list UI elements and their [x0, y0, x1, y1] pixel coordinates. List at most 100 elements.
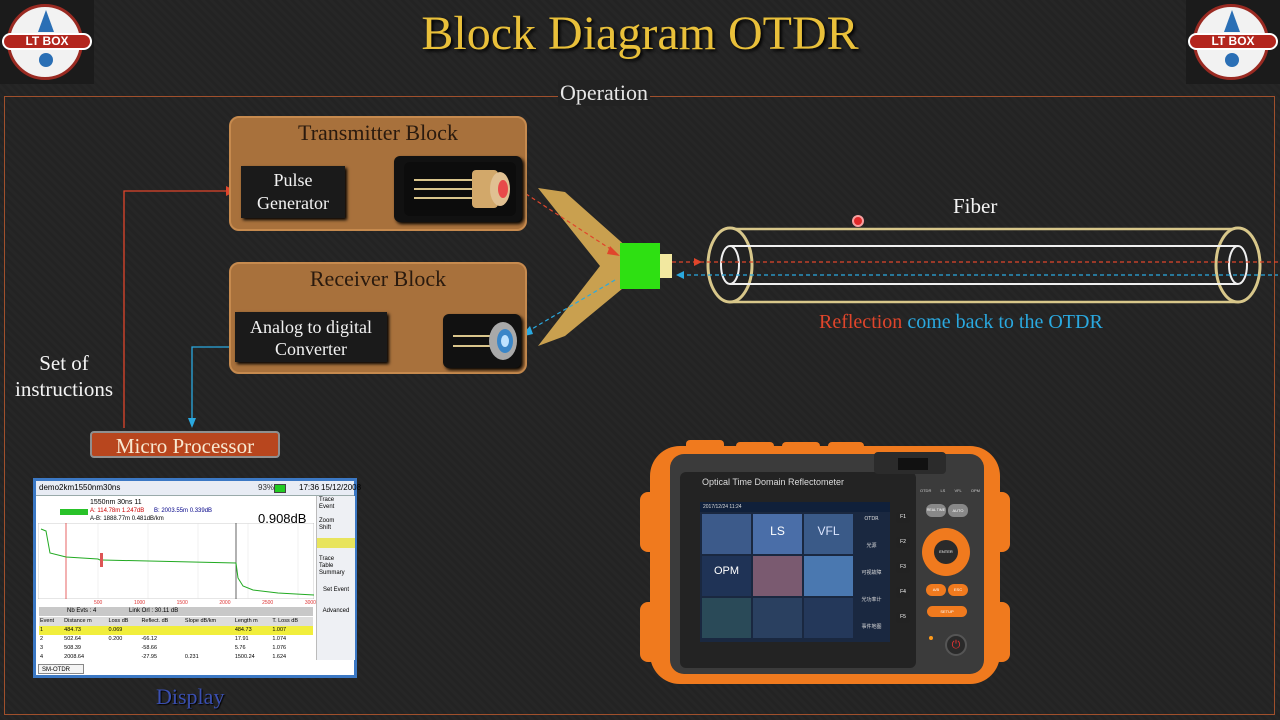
instruction-line — [123, 190, 226, 428]
laser-diode — [394, 156, 522, 222]
fiber-body — [728, 227, 1240, 304]
reflection-rest: come back to the OTDR — [907, 311, 1103, 333]
f1-key[interactable]: F1 — [896, 512, 910, 523]
transmitter-block: Transmitter Block Pulse Generator — [229, 116, 527, 231]
adc-line1: Analog to digital — [250, 317, 372, 337]
reflection-caption: Reflection come back to the OTDR — [819, 311, 1103, 334]
otdr-device: Optical Time Domain Reflectometer 2017/1… — [640, 432, 1010, 688]
battery-icon — [274, 484, 286, 493]
f4-key[interactable]: F4 — [896, 587, 910, 598]
arrow-icon — [694, 258, 702, 266]
display-label: Display — [156, 684, 225, 709]
pulse-generator-line2: Generator — [257, 193, 329, 213]
tile-vfl[interactable]: VFL — [804, 514, 853, 554]
logo-left: LT BOX — [0, 0, 94, 84]
display-header: demo2km1550nm30ns 93% 17:36 15/12/2008 — [36, 481, 361, 496]
logo-text: LT BOX — [2, 33, 92, 50]
enter-button[interactable]: ENTER — [934, 540, 958, 564]
reflection-word: Reflection — [819, 311, 903, 333]
marker-a: A: 114.78m 1.247dB — [90, 508, 145, 514]
power-led — [929, 636, 933, 640]
loss-value: 0.908dB — [258, 511, 307, 526]
pointer-dot — [852, 215, 864, 227]
f3-key[interactable]: F3 — [896, 562, 910, 573]
micro-processor: Micro Processor — [90, 431, 280, 458]
table-summary: Nb Evts : 4 Link Orl : 30.11 dB — [39, 607, 313, 616]
tile-ls[interactable]: LS — [753, 514, 802, 554]
transmitter-title: Transmitter Block — [298, 120, 458, 145]
zoom-bar — [60, 509, 88, 515]
display-battery: 93% — [258, 483, 275, 492]
f2-key[interactable]: F2 — [896, 537, 910, 548]
instructions-line2: instructions — [15, 377, 113, 401]
display-footer-tab[interactable]: SM-OTDR — [38, 664, 84, 674]
menu-set-event[interactable]: Set Event — [322, 587, 349, 593]
tile-fiber[interactable] — [804, 556, 853, 596]
f-keys: F1 F2 F3 F4 F5 — [896, 512, 910, 623]
pulse-generator: Pulse Generator — [241, 166, 345, 218]
auto-button[interactable]: AUTO — [948, 504, 968, 517]
connector-ferrule — [660, 254, 672, 278]
instructions-line1: Set of — [39, 351, 89, 375]
device-screen: 2017/12/24 11:24 LS VFL OPM OTDR 光源 可视故障… — [700, 502, 890, 642]
f5-key[interactable]: F5 — [896, 612, 910, 623]
real-time-button[interactable]: REAL TIME — [926, 504, 946, 517]
otdr-display: demo2km1550nm30ns 93% 17:36 15/12/2008 1… — [33, 478, 361, 678]
logo-right: LT BOX — [1186, 0, 1280, 84]
tile-event-map[interactable] — [753, 556, 802, 596]
tower-icon — [1224, 10, 1240, 32]
photodiode-icon — [453, 322, 517, 360]
menu-advanced[interactable]: Advanced — [322, 608, 350, 614]
photo-detector — [443, 314, 521, 368]
display-filename: demo2km1550nm30ns — [39, 483, 121, 492]
arrow-icon — [188, 418, 196, 428]
instructions-label: Set of instructions — [14, 350, 114, 402]
receiver-title: Receiver Block — [309, 266, 447, 291]
tile-test[interactable] — [753, 598, 802, 638]
esc-button[interactable]: ESC — [948, 584, 968, 596]
menu-highlight — [317, 538, 355, 548]
tile-settings[interactable] — [804, 598, 853, 638]
display-date: 15/12/2008 — [321, 483, 362, 492]
power-icon[interactable]: ⏻ — [945, 634, 967, 656]
arrow-icon — [676, 271, 684, 279]
receiver-block: Receiver Block Analog to digital Convert… — [229, 262, 527, 374]
device-status: 2017/12/24 11:24 — [700, 502, 890, 512]
device-name: Optical Time Domain Reflectometer — [702, 477, 845, 487]
pulse-generator-line1: Pulse — [273, 170, 313, 190]
adc-line2: Converter — [275, 339, 347, 359]
fiber-connector — [620, 243, 660, 289]
laser-icon — [404, 162, 516, 216]
gear-icon — [1225, 53, 1239, 67]
adc-converter: Analog to digital Converter — [235, 312, 387, 362]
coupler-shape — [538, 188, 628, 346]
tile-inspect[interactable] — [702, 598, 751, 638]
page-title: Block Diagram OTDR — [421, 7, 859, 60]
display-time: 17:36 — [299, 483, 320, 492]
marker-ab: A-B: 1888.77m 0.481dB/km — [90, 516, 164, 522]
tile-otdr[interactable] — [702, 514, 751, 554]
fiber-label: Fiber — [953, 194, 998, 218]
setup-button[interactable]: SETUP — [927, 606, 967, 617]
ab-button[interactable]: A/B — [926, 584, 946, 596]
tower-icon — [38, 10, 54, 32]
logo-text: LT BOX — [1188, 33, 1278, 50]
arrow-icon — [607, 246, 620, 256]
tile-opm[interactable]: OPM — [702, 556, 751, 596]
screen-side-labels: OTDR 光源 可视故障 光功率计 事件地图 — [861, 516, 882, 630]
otdr-trace — [38, 523, 314, 599]
display-params: 1550nm 30ns 11 — [90, 499, 142, 506]
